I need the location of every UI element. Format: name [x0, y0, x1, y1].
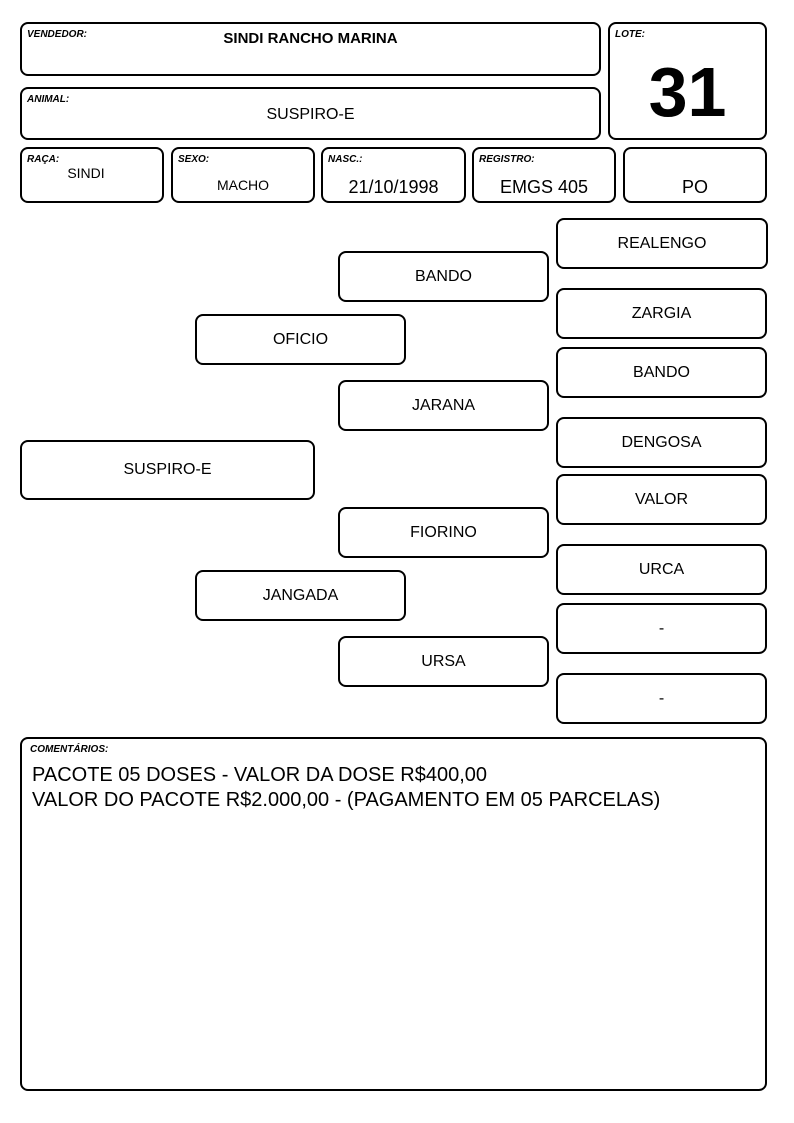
registro-label: REGISTRO: [479, 154, 535, 165]
lote-number: 31 [648, 53, 727, 131]
ggp-box-2: ZARGIA [556, 288, 767, 339]
ggp-box-3: BANDO [556, 347, 767, 398]
sexo-box: SEXO: MACHO [171, 147, 315, 203]
ggp-box-5: VALOR [556, 474, 767, 525]
pedigree-animal-box: SUSPIRO-E [20, 440, 315, 500]
registro-value: EMGS 405 [499, 177, 589, 197]
dam-box: JANGADA [195, 570, 406, 621]
categoria-box: PO [623, 147, 767, 203]
comments-label: COMENTÁRIOS: [30, 744, 109, 755]
raca-box: RAÇA: SINDI [20, 147, 164, 203]
sire-box: OFICIO [195, 314, 406, 365]
animal-label: ANIMAL: [27, 94, 70, 105]
ggp-box-8: - [556, 673, 767, 724]
grandsire-paternal: BANDO [338, 251, 549, 302]
vendedor-box: VENDEDOR: SINDI RANCHO MARINA [20, 22, 601, 76]
raca-value: SINDI [67, 165, 105, 181]
sexo-label: SEXO: [178, 154, 210, 165]
ggp-box-7: - [556, 603, 767, 654]
categoria-value: PO [681, 177, 708, 197]
lote-label: LOTE: [615, 29, 645, 40]
nasc-box: NASC.: 21/10/1998 [321, 147, 466, 203]
vendedor-label: VENDEDOR: [27, 29, 88, 40]
vendedor-value: SINDI RANCHO MARINA [223, 30, 398, 47]
animal-box: ANIMAL: SUSPIRO-E [20, 87, 601, 140]
comment-line-1: PACOTE 05 DOSES - VALOR DA DOSE R$400,00 [32, 764, 487, 786]
sexo-value: MACHO [216, 177, 270, 193]
registro-box: REGISTRO: EMGS 405 [472, 147, 616, 203]
comments-text: PACOTE 05 DOSES - VALOR DA DOSE R$400,00… [32, 763, 660, 813]
ggp-box-1: REALENGO [556, 218, 768, 269]
comment-line-2: VALOR DO PACOTE R$2.000,00 - (PAGAMENTO … [32, 789, 661, 811]
granddam-paternal: JARANA [338, 380, 549, 431]
nasc-value: 21/10/1998 [348, 177, 439, 197]
animal-value: SUSPIRO-E [266, 106, 355, 123]
raca-label: RAÇA: [27, 154, 60, 165]
granddam-maternal: URSA [338, 636, 549, 687]
ggp-box-6: URCA [556, 544, 767, 595]
ggp-box-4: DENGOSA [556, 417, 767, 468]
comments-box: COMENTÁRIOS: PACOTE 05 DOSES - VALOR DA … [20, 737, 767, 1091]
grandsire-maternal: FIORINO [338, 507, 549, 558]
lote-box: LOTE: 31 [608, 22, 767, 140]
nasc-label: NASC.: [328, 154, 363, 165]
